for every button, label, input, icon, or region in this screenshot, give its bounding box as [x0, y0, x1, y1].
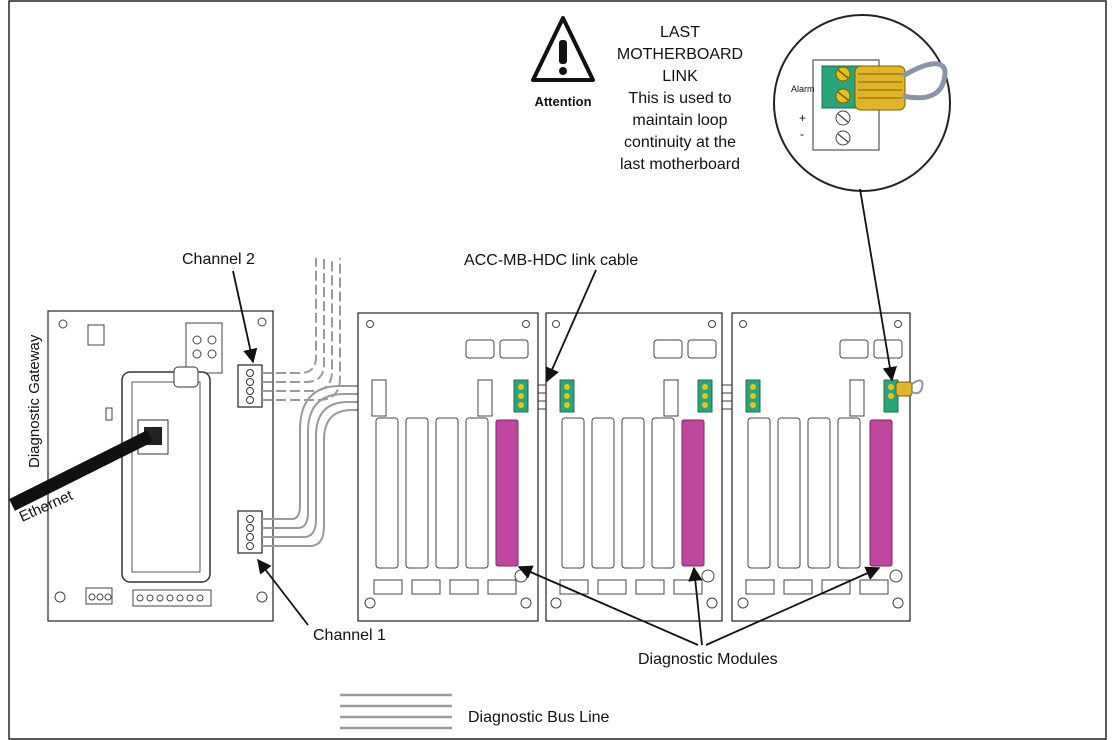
last-link-desc-4: last motherboard [620, 156, 740, 173]
arrow-channel-2 [232, 270, 258, 364]
legend-bus-line-label: Diagnostic Bus Line [468, 709, 610, 726]
last-link-title-2: MOTHERBOARD [617, 46, 743, 63]
motherboard-1 [357, 312, 539, 622]
channel-1-label: Channel 1 [313, 627, 386, 644]
last-link-title-3: LINK [662, 68, 698, 85]
diagnostic-modules-label: Diagnostic Modules [638, 651, 778, 668]
attention-label: Attention [534, 94, 591, 109]
plus-label: + [799, 111, 806, 125]
channel-2-label: Channel 2 [182, 251, 255, 268]
bus-lines [262, 258, 752, 547]
frame [8, 0, 1107, 740]
diagnostic-module-3 [869, 419, 893, 567]
attention-warning: Attention [531, 16, 595, 109]
legend: Diagnostic Bus Line [340, 693, 610, 730]
arrow-module-2 [688, 566, 703, 646]
last-link-magnifier: Alarm + - [773, 14, 951, 192]
last-link-desc-1: This is used to [628, 90, 731, 107]
arrow-module-3 [705, 566, 881, 646]
diagnostic-module-2 [681, 419, 705, 567]
arrow-last-link [859, 188, 897, 382]
last-link-title-1: LAST [660, 24, 700, 41]
last-link-desc-3: continuity at the [624, 134, 736, 151]
motherboard-3 [731, 312, 924, 622]
diagnostic-module-1 [495, 419, 519, 567]
minus-label: - [800, 127, 804, 141]
diagnostic-gateway: Diagnostic Gateway [26, 310, 274, 622]
legend-bus-line-swatch [340, 693, 452, 730]
arrow-module-1 [517, 565, 699, 646]
link-cable-label: ACC-MB-HDC link cable [464, 252, 638, 269]
gateway-label: Diagnostic Gateway [26, 334, 43, 468]
alarm-label: Alarm [791, 84, 815, 94]
last-link-desc-2: maintain loop [632, 112, 727, 129]
leader-arrows [232, 188, 897, 646]
arrow-link-cable [545, 269, 597, 383]
last-link-note: LAST MOTHERBOARD LINK This is used to ma… [617, 24, 743, 173]
arrow-channel-1 [257, 558, 309, 626]
